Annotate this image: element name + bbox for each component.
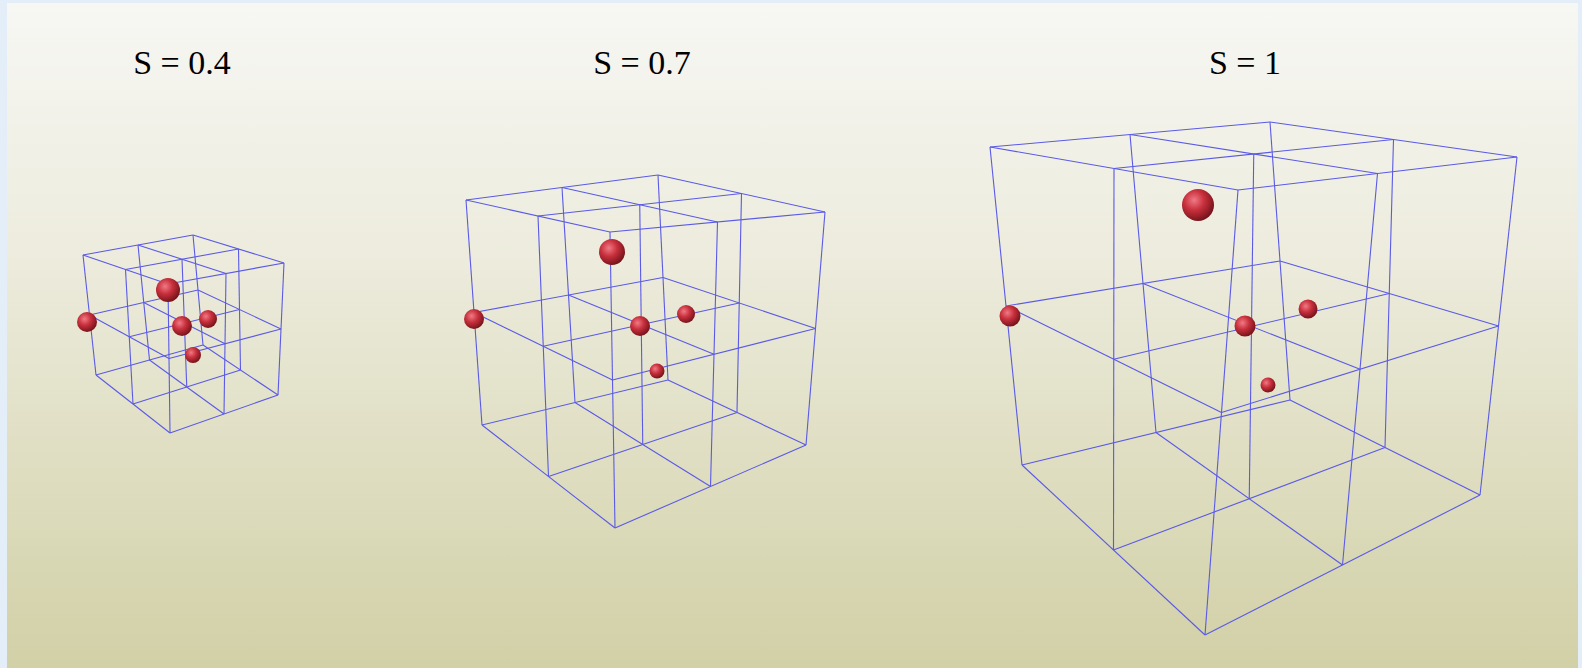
atom-sphere [1000, 306, 1021, 327]
atom-sphere [464, 309, 484, 329]
atom-sphere [630, 316, 650, 336]
grid-line [538, 194, 742, 217]
grid-line [663, 278, 816, 329]
atom-sphere [172, 316, 192, 336]
grid-line [806, 212, 825, 445]
grid-line [1280, 261, 1499, 326]
grid-line [1270, 122, 1517, 157]
grid-line [1343, 174, 1378, 566]
grid-line [1480, 157, 1517, 495]
grid-line [224, 274, 226, 415]
grid-line [1290, 400, 1480, 495]
atom-sphere [677, 305, 695, 323]
atom-sphere [650, 364, 665, 379]
atom-sphere [1182, 189, 1214, 221]
atom-sphere [156, 278, 180, 302]
atom-sphere [1261, 378, 1276, 393]
grid-line [668, 380, 806, 445]
grid-line [126, 249, 239, 270]
grid-line [168, 263, 284, 284]
grid-line [1114, 140, 1394, 169]
atom-sphere [599, 239, 625, 265]
grid-line [203, 345, 278, 395]
scale-label: S = 0.4 [133, 46, 231, 80]
atom-sphere [199, 310, 217, 328]
grid-line [278, 263, 284, 395]
scale-label: S = 0.7 [593, 46, 691, 80]
atom-sphere [1235, 316, 1256, 337]
atom-sphere [1299, 300, 1318, 319]
scale-label: S = 1 [1209, 46, 1281, 80]
grid-line [193, 235, 284, 263]
grid-line [711, 222, 718, 487]
atom-sphere [77, 312, 97, 332]
grid-line [658, 175, 825, 212]
grid-line [198, 290, 281, 329]
grid-line [610, 212, 825, 232]
atom-sphere [185, 347, 201, 363]
grid-line [1238, 157, 1517, 190]
